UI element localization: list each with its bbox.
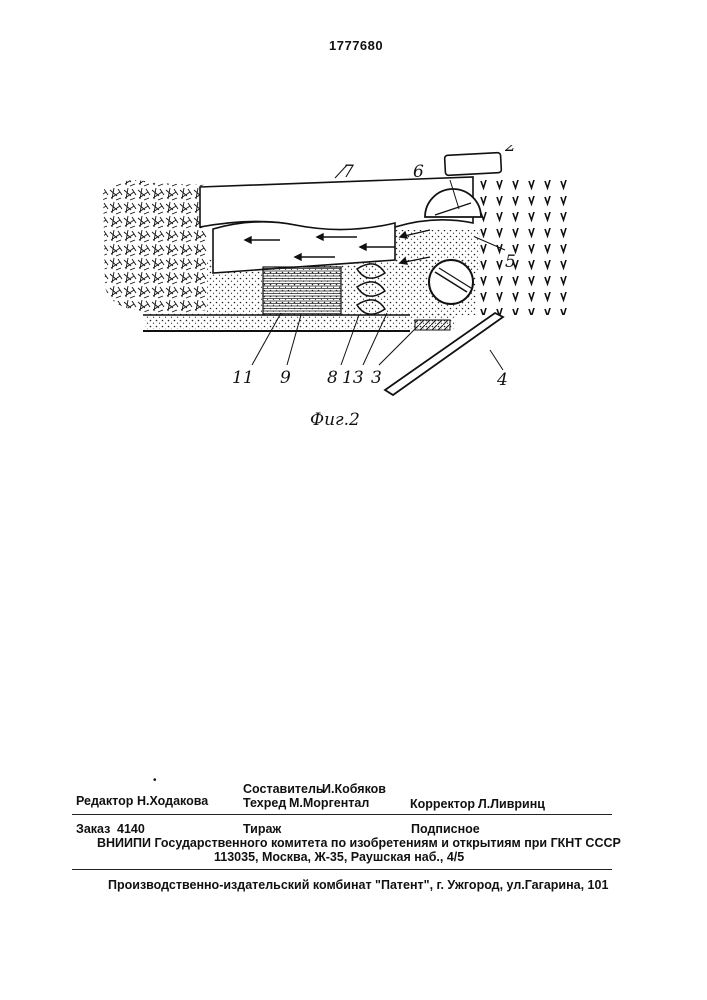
- technical-drawing: 2 7 6 5 11 9 8 13 3 4: [95, 145, 595, 435]
- divider-middle: [72, 869, 612, 870]
- label-2: 2: [504, 145, 516, 156]
- editor-label: Редактор: [76, 794, 133, 808]
- mark-dot: •: [153, 775, 157, 786]
- subscription-label: Подписное: [411, 822, 480, 836]
- techred-name: М.Моргентал: [289, 796, 369, 810]
- editor-name: Н.Ходакова: [137, 794, 208, 808]
- label-4: 4: [496, 370, 508, 390]
- label-7: 7: [343, 162, 354, 182]
- label-5: 5: [505, 252, 516, 272]
- circulation-label: Тираж: [243, 822, 281, 836]
- composer-name: И.Кобяков: [322, 782, 386, 796]
- compressed-mass: [263, 267, 341, 315]
- part-3: [415, 320, 450, 330]
- order-label: Заказ: [76, 822, 110, 836]
- label-9: 9: [280, 368, 291, 388]
- address-line: 113035, Москва, Ж-35, Раушская наб., 4/5: [214, 850, 464, 864]
- corrector-name: Л.Ливринц: [478, 797, 545, 811]
- techred-label: Техред: [243, 796, 286, 810]
- label-11: 11: [232, 368, 254, 388]
- org-line: ВНИИПИ Государственного комитета по изоб…: [97, 836, 621, 850]
- figure-caption: Фиг.2: [310, 410, 360, 430]
- part-2: [445, 153, 502, 176]
- label-8: 8: [327, 368, 338, 388]
- corrector-label: Корректор: [410, 797, 475, 811]
- composer-label: Составитель: [243, 782, 324, 796]
- order-number: 4140: [117, 822, 145, 836]
- publisher-line: Производственно-издательский комбинат "П…: [108, 878, 608, 892]
- label-3: 3: [371, 368, 382, 388]
- straw-mass: [103, 180, 207, 313]
- label-6: 6: [413, 162, 424, 182]
- patent-number: 1777680: [329, 38, 383, 53]
- divider-top: [72, 814, 612, 815]
- label-13: 13: [342, 368, 364, 388]
